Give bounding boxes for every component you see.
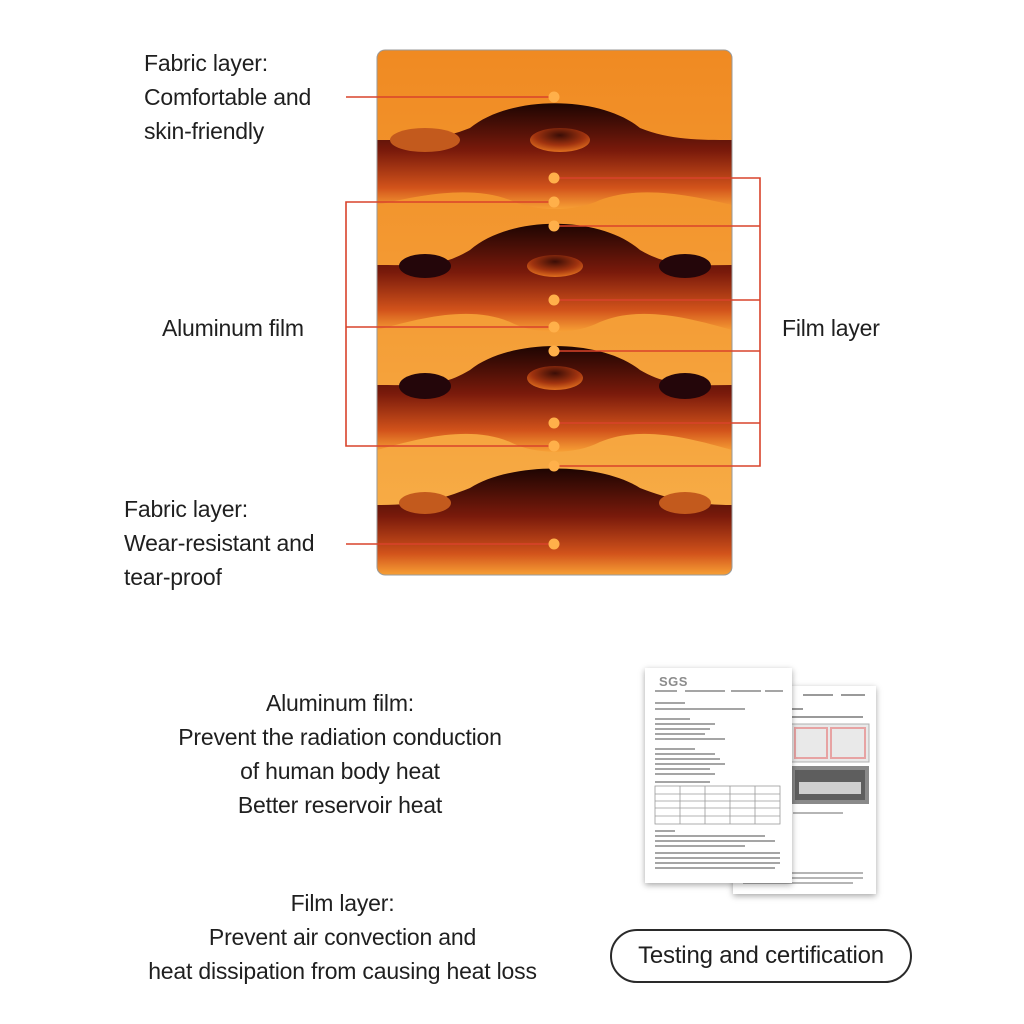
fabric-bottom-label: Fabric layer: Wear-resistant and tear-pr… — [124, 492, 314, 594]
fabric-top-line: skin-friendly — [144, 118, 265, 144]
marker-dot — [548, 417, 560, 429]
fabric-bottom-line: Fabric layer: — [124, 496, 248, 522]
aluminum-info-line: of human body heat — [240, 758, 440, 784]
aluminum-info: Aluminum film: Prevent the radiation con… — [120, 686, 560, 822]
aluminum-film-label: Aluminum film — [162, 311, 304, 345]
aluminum-info-line: Prevent the radiation conduction — [178, 724, 502, 750]
aluminum-info-line: Better reservoir heat — [237, 792, 443, 818]
marker-dots — [548, 91, 560, 550]
layer-band — [377, 223, 732, 332]
fabric-top-line: Comfortable and — [144, 84, 312, 110]
sgs-logo: SGS — [659, 674, 688, 689]
layer-band — [377, 103, 732, 209]
testing-certification-badge: Testing and certification — [610, 929, 912, 983]
marker-dot — [548, 440, 560, 452]
marker-dot — [548, 538, 560, 550]
film-info-line: heat dissipation from causing heat loss — [148, 958, 537, 984]
certificate-page-front: SGS — [645, 668, 792, 883]
film-info: Film layer: Prevent air convection and h… — [110, 886, 575, 988]
marker-dot — [548, 91, 560, 103]
fabric-top-line: Fabric layer: — [144, 50, 268, 76]
film-info-title: Film layer: — [290, 890, 395, 916]
layer-band — [377, 468, 732, 575]
film-layer-text: Film layer — [782, 315, 880, 341]
marker-dot — [548, 321, 560, 333]
marker-dot — [548, 460, 560, 472]
marker-dot — [548, 294, 560, 306]
document-content-icon — [743, 694, 870, 884]
aluminum-info-title: Aluminum film: — [265, 690, 414, 716]
marker-dot — [548, 220, 560, 232]
callout-lines — [345, 96, 761, 545]
pad-cross-section — [377, 50, 732, 575]
film-layer-label: Film layer — [782, 311, 880, 345]
fabric-top-label: Fabric layer: Comfortable and skin-frien… — [144, 46, 311, 148]
marker-dot — [548, 345, 560, 357]
film-info-line: Prevent air convection and — [208, 924, 477, 950]
marker-dot — [548, 196, 560, 208]
marker-dot — [548, 172, 560, 184]
document-content-icon — [654, 690, 783, 869]
layer-band — [377, 346, 732, 452]
fabric-bottom-line: Wear-resistant and — [124, 530, 315, 556]
fabric-bottom-line: tear-proof — [124, 564, 222, 590]
aluminum-film-text: Aluminum film — [162, 315, 304, 341]
